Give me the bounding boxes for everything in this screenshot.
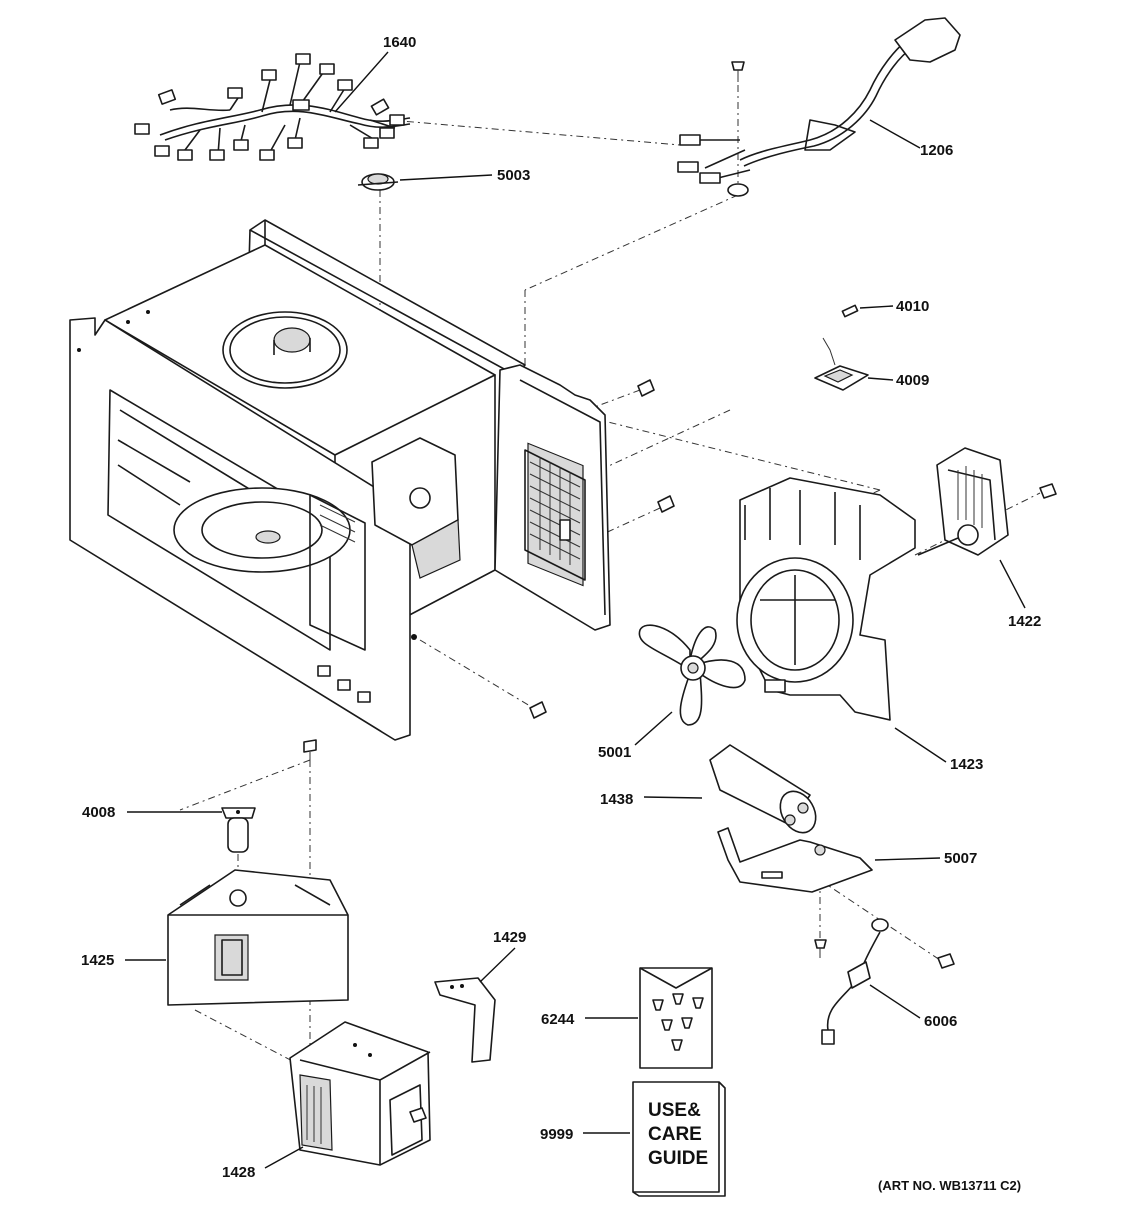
cutoff-6006 [821, 918, 889, 1045]
callout-5001: 5001 [598, 744, 631, 761]
callout-1640: 1640 [383, 34, 416, 51]
screws-bracket [814, 939, 955, 969]
fan-housing-1423 [736, 477, 916, 721]
art-number: (ART NO. WB13711 C2) [878, 1178, 1021, 1193]
callout-1429: 1429 [493, 929, 526, 946]
fuse-4010 [841, 304, 859, 318]
power-cord-1206 [677, 17, 961, 197]
callout-labels: 1640 1206 5003 4010 4009 1422 5001 1423 … [81, 34, 1041, 1181]
bracket-5007 [717, 827, 873, 893]
callout-1438: 1438 [600, 791, 633, 808]
transformer-1425 [167, 869, 349, 1006]
screw-packet-6244 [639, 967, 713, 1069]
board-4009 [814, 337, 869, 391]
magnetron-1428 [289, 1021, 431, 1166]
oven-cavity [69, 219, 526, 741]
fan-blade-5001 [638, 624, 746, 726]
use-care-guide-9999: USE& CARE GUIDE [632, 1081, 726, 1197]
callout-4008: 4008 [82, 804, 115, 821]
callout-1423: 1423 [950, 756, 983, 773]
bracket-1429 [434, 977, 496, 1063]
callout-5003: 5003 [497, 167, 530, 184]
fan-motor-1422 [917, 447, 1057, 556]
side-panel [494, 364, 611, 631]
callout-6006: 6006 [924, 1013, 957, 1030]
callout-1428: 1428 [222, 1164, 255, 1181]
callout-4010: 4010 [896, 298, 929, 315]
leader-lines [125, 51, 1026, 1169]
callout-1206: 1206 [920, 142, 953, 159]
guide-line-1: USE& [648, 1100, 701, 1121]
callout-9999: 9999 [540, 1126, 573, 1143]
callout-6244: 6244 [541, 1011, 575, 1028]
callout-4009: 4009 [896, 372, 929, 389]
screws-side [303, 379, 675, 762]
thermostat-5003 [357, 173, 399, 191]
guide-line-3: GUIDE [648, 1148, 708, 1169]
callout-1422: 1422 [1008, 613, 1041, 630]
callout-1425: 1425 [81, 952, 114, 969]
guide-line-2: CARE [648, 1124, 702, 1145]
capacitor-1438 [709, 744, 817, 834]
screw-top [731, 61, 745, 82]
fuse-holder-4008 [221, 807, 256, 853]
wire-harness-1640 [134, 53, 411, 161]
callout-5007: 5007 [944, 850, 977, 867]
